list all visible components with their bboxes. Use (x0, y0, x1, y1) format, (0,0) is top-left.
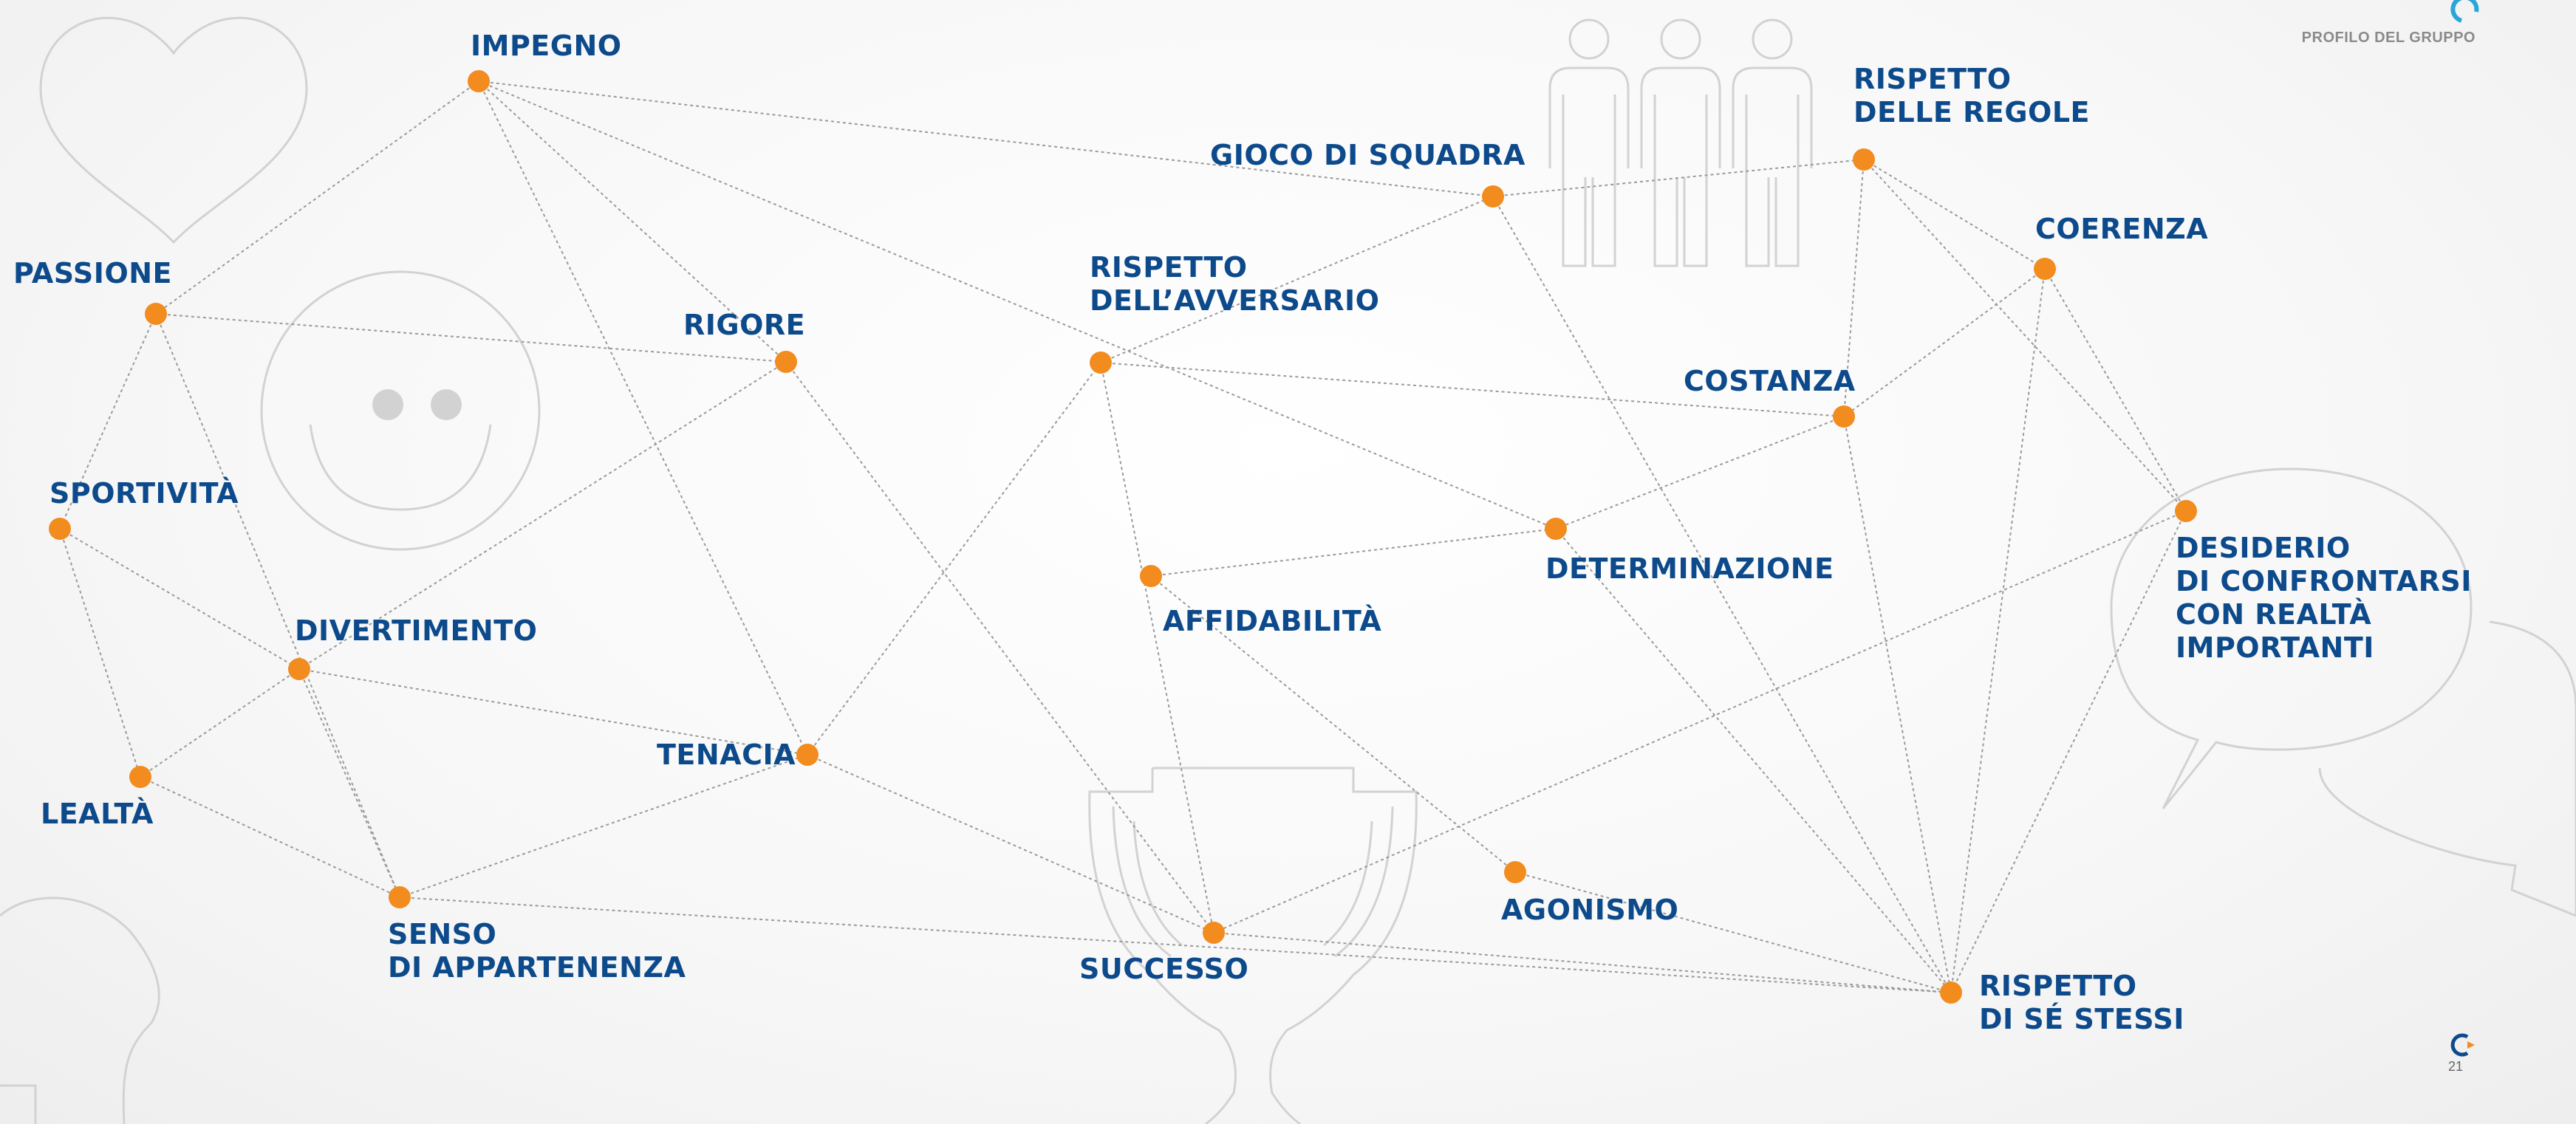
label-successo: SUCCESSO (1079, 953, 1249, 985)
label-divertimento: DIVERTIMENTO (295, 614, 538, 647)
label-tenacia: TENACIA (657, 739, 796, 771)
node-successo (1203, 922, 1225, 944)
node-rispetto_regole (1853, 148, 1875, 171)
edge-passione-sportivita (59, 313, 157, 530)
node-agonismo (1504, 861, 1526, 883)
page-number: 21 (2448, 1059, 2464, 1074)
edges-layer (59, 80, 2187, 993)
label-passione: PASSIONE (13, 257, 173, 289)
node-rispetto_se (1940, 981, 1962, 1004)
edge-gioco-rispetto_regole (1492, 159, 1865, 197)
section-title: PROFILO DEL GRUPPO (2301, 30, 2476, 46)
people-icon (1548, 18, 1813, 267)
label-gioco: GIOCO DI SQUADRA (1210, 139, 1526, 171)
edge-affidabilita-determinazione (1150, 528, 1557, 577)
node-senso (389, 886, 411, 908)
heart-icon (39, 16, 308, 244)
edge-rispetto_regole-desiderio (1863, 159, 2187, 512)
decorative-shape (0, 897, 160, 1124)
node-rigore (775, 351, 797, 373)
node-divertimento (288, 658, 310, 680)
label-costanza: COSTANZA (1684, 365, 1856, 397)
node-impegno (468, 70, 490, 92)
decorative-shape (0, 1084, 37, 1124)
edge-impegno-determinazione (478, 80, 1557, 530)
edge-lealta-senso (140, 776, 400, 898)
node-tenacia (796, 744, 819, 766)
label-rispetto_avv: RISPETTO DELL’AVVERSARIO (1090, 251, 1380, 317)
label-rispetto_se: RISPETTO DI SÉ STESSI (1979, 970, 2184, 1035)
edge-rispetto_regole-coerenza (1863, 159, 2046, 270)
edge-rispetto_avv-successo (1100, 362, 1214, 933)
edge-successo-rispetto_se (1213, 932, 1952, 993)
edge-desiderio-successo (1213, 510, 2187, 933)
edge-gioco-rispetto_se (1492, 196, 1952, 993)
edge-sportivita-lealta (59, 528, 141, 778)
edge-senso-tenacia (399, 754, 808, 898)
node-coerenza (2034, 258, 2056, 280)
label-lealta: LEALTÀ (41, 798, 154, 830)
node-costanza (1833, 405, 1855, 428)
edge-rispetto_regole-costanza (1843, 159, 1865, 417)
label-rigore: RIGORE (683, 309, 806, 341)
edge-coerenza-desiderio (2044, 268, 2187, 512)
edge-passione-senso (155, 313, 400, 898)
trophy-icon (1088, 767, 1418, 1124)
edge-costanza-rispetto_se (1843, 416, 1952, 993)
label-agonismo: AGONISMO (1501, 894, 1679, 926)
label-affidabilita: AFFIDABILITÀ (1163, 605, 1382, 637)
edge-costanza-determinazione (1555, 416, 1845, 530)
edge-divertimento-rigore (298, 361, 787, 670)
edge-affidabilita-agonismo (1150, 575, 1516, 873)
label-impegno: IMPEGNO (471, 30, 622, 62)
nodes-layer (49, 70, 2197, 1004)
edge-impegno-gioco (478, 80, 1494, 197)
node-rispetto_avv (1090, 352, 1112, 374)
label-desiderio: DESIDERIO DI CONFRONTARSI CON REALTÀ IMP… (2176, 532, 2472, 664)
node-lealta (129, 766, 151, 788)
smiley-icon (260, 270, 541, 551)
thought-bubble-icon (2318, 620, 2576, 917)
edge-divertimento-senso (298, 668, 400, 898)
label-senso: SENSO DI APPARTENENZA (388, 918, 686, 984)
edge-sportivita-divertimento (59, 528, 300, 670)
edge-coerenza-costanza (1843, 268, 2046, 417)
edge-passione-rigore (155, 313, 787, 363)
node-sportivita (49, 518, 71, 540)
edge-rigore-successo (785, 361, 1214, 933)
label-rispetto_regole: RISPETTO DELLE REGOLE (1854, 63, 2091, 128)
node-passione (145, 303, 167, 325)
edge-senso-rispetto_se (399, 897, 1952, 993)
edge-determinazione-rispetto_se (1555, 528, 1952, 993)
edge-tenacia-rispetto_avv (807, 362, 1101, 755)
edge-desiderio-rispetto_se (1950, 510, 2187, 993)
label-determinazione: DETERMINAZIONE (1545, 552, 1834, 585)
node-affidabilita (1140, 565, 1162, 587)
background-illustrations (0, 16, 2576, 1124)
label-coerenza: COERENZA (2035, 213, 2209, 245)
label-sportivita: SPORTIVITÀ (49, 477, 239, 510)
node-determinazione (1545, 518, 1567, 540)
logo-icon (2450, 1033, 2475, 1057)
node-gioco (1482, 185, 1504, 208)
edge-impegno-tenacia (478, 80, 808, 755)
edge-rispetto_avv-costanza (1100, 362, 1845, 417)
edge-impegno-rigore (478, 80, 787, 363)
edge-divertimento-lealta (140, 668, 300, 778)
edge-agonismo-rispetto_se (1514, 871, 1952, 993)
node-desiderio (2175, 500, 2197, 522)
edge-rispetto_avv-gioco (1100, 196, 1494, 363)
edge-impegno-passione (155, 80, 479, 315)
speech-bubble-icon (2110, 467, 2473, 809)
logo-icon (2450, 0, 2479, 23)
edge-coerenza-rispetto_se (1950, 268, 2046, 993)
